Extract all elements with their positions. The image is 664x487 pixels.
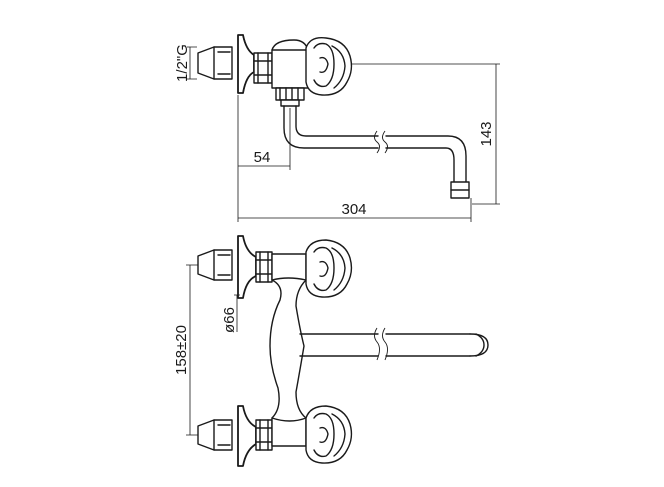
handle-upper xyxy=(305,239,353,298)
label-thread: 1/2"G xyxy=(174,44,191,82)
spout-pipe-front xyxy=(299,327,489,361)
label-total-reach: 304 xyxy=(341,201,366,218)
label-spout-offset: 54 xyxy=(254,149,271,166)
spout-collar-top xyxy=(275,87,305,107)
wall-flange-lower xyxy=(237,405,257,467)
nut-upper xyxy=(255,251,273,283)
inlet-fitting-top xyxy=(197,46,233,80)
dim-spacing: 158±20 xyxy=(173,264,198,436)
inlet-fitting-lower xyxy=(197,419,233,451)
valve-body-top xyxy=(271,39,309,89)
dim-height: 143 xyxy=(352,63,500,205)
dim-thread: 1/2"G xyxy=(174,44,197,82)
spout-pipe-top xyxy=(283,105,470,199)
inlet-fitting-upper xyxy=(197,249,233,281)
wall-flange-upper xyxy=(237,235,257,299)
nut-lower xyxy=(255,419,273,451)
front-view: 158±20 ø66 xyxy=(173,235,489,467)
label-spacing: 158±20 xyxy=(173,325,190,375)
label-diameter: ø66 xyxy=(221,307,238,333)
dim-total-reach: 304 xyxy=(237,170,472,222)
nut-top xyxy=(253,52,273,84)
handle-lower xyxy=(305,405,353,464)
handle-top xyxy=(305,37,353,96)
side-view: 1/2"G 54 304 143 xyxy=(174,34,500,222)
dim-spout-offset: 54 xyxy=(237,95,291,170)
dim-diameter: ø66 xyxy=(221,294,240,333)
label-height: 143 xyxy=(478,121,495,146)
mixer-body xyxy=(269,253,307,447)
